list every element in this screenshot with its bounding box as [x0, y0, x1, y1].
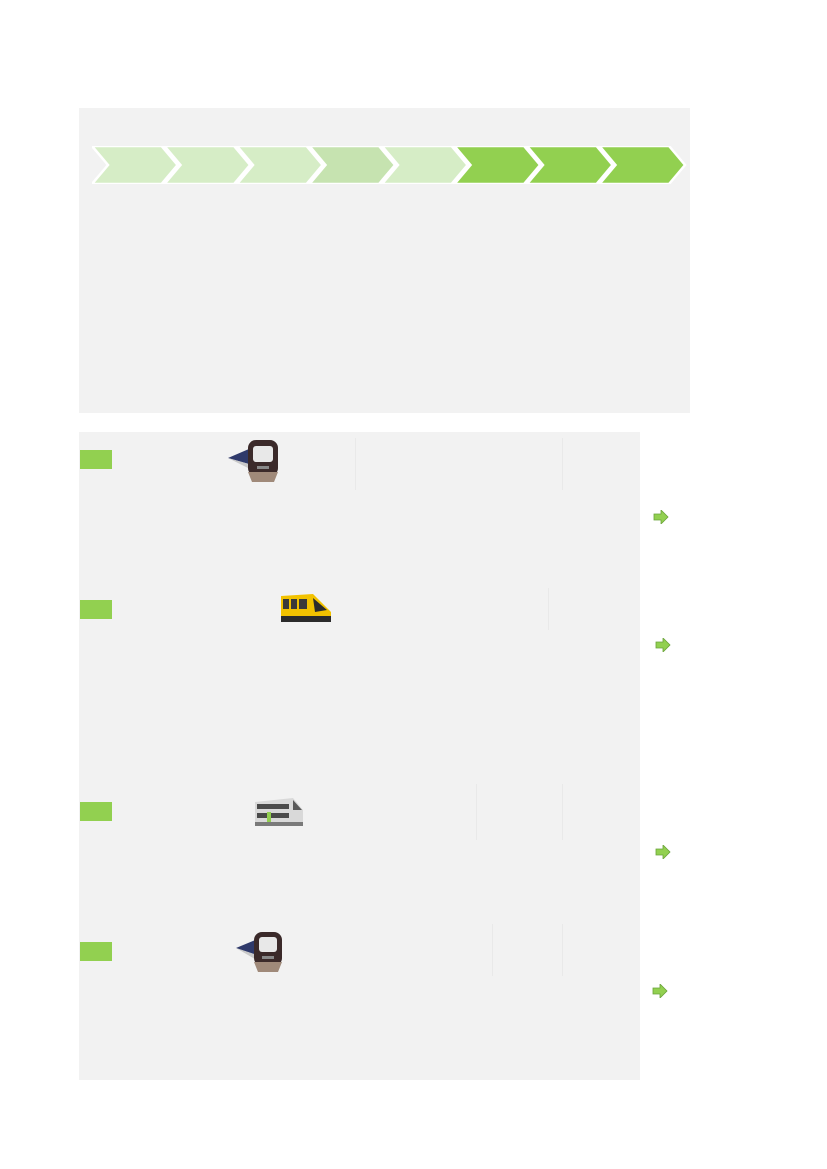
divider-line — [355, 438, 356, 490]
regional-double-deck-train-icon — [255, 798, 303, 826]
high-speed-train-icon — [236, 932, 282, 972]
right-arrow-icon — [655, 638, 671, 652]
right-arrow-icon — [653, 510, 669, 524]
process-step-chevron — [525, 146, 615, 184]
high-speed-train-icon — [228, 440, 278, 482]
process-chevron-strip — [92, 146, 687, 184]
divider-line — [476, 784, 477, 840]
process-step-chevron — [380, 146, 470, 184]
divider-line — [562, 924, 563, 976]
process-step-chevron — [452, 146, 542, 184]
section-1-badge — [80, 450, 112, 469]
divider-line — [492, 924, 493, 976]
section-4-badge — [80, 942, 112, 961]
process-step-chevron — [162, 146, 252, 184]
process-step-chevron — [235, 146, 325, 184]
yellow-tram-icon — [281, 594, 331, 622]
process-step-chevron — [307, 146, 397, 184]
divider-line — [562, 784, 563, 840]
right-arrow-icon — [652, 984, 668, 998]
process-step-chevron — [597, 146, 687, 184]
train-sections-panel — [79, 432, 640, 1080]
divider-line — [562, 438, 563, 490]
section-3-badge — [80, 802, 112, 821]
section-2-badge — [80, 600, 112, 619]
right-arrow-icon — [655, 845, 671, 859]
divider-line — [548, 588, 549, 630]
process-step-chevron — [92, 146, 180, 184]
